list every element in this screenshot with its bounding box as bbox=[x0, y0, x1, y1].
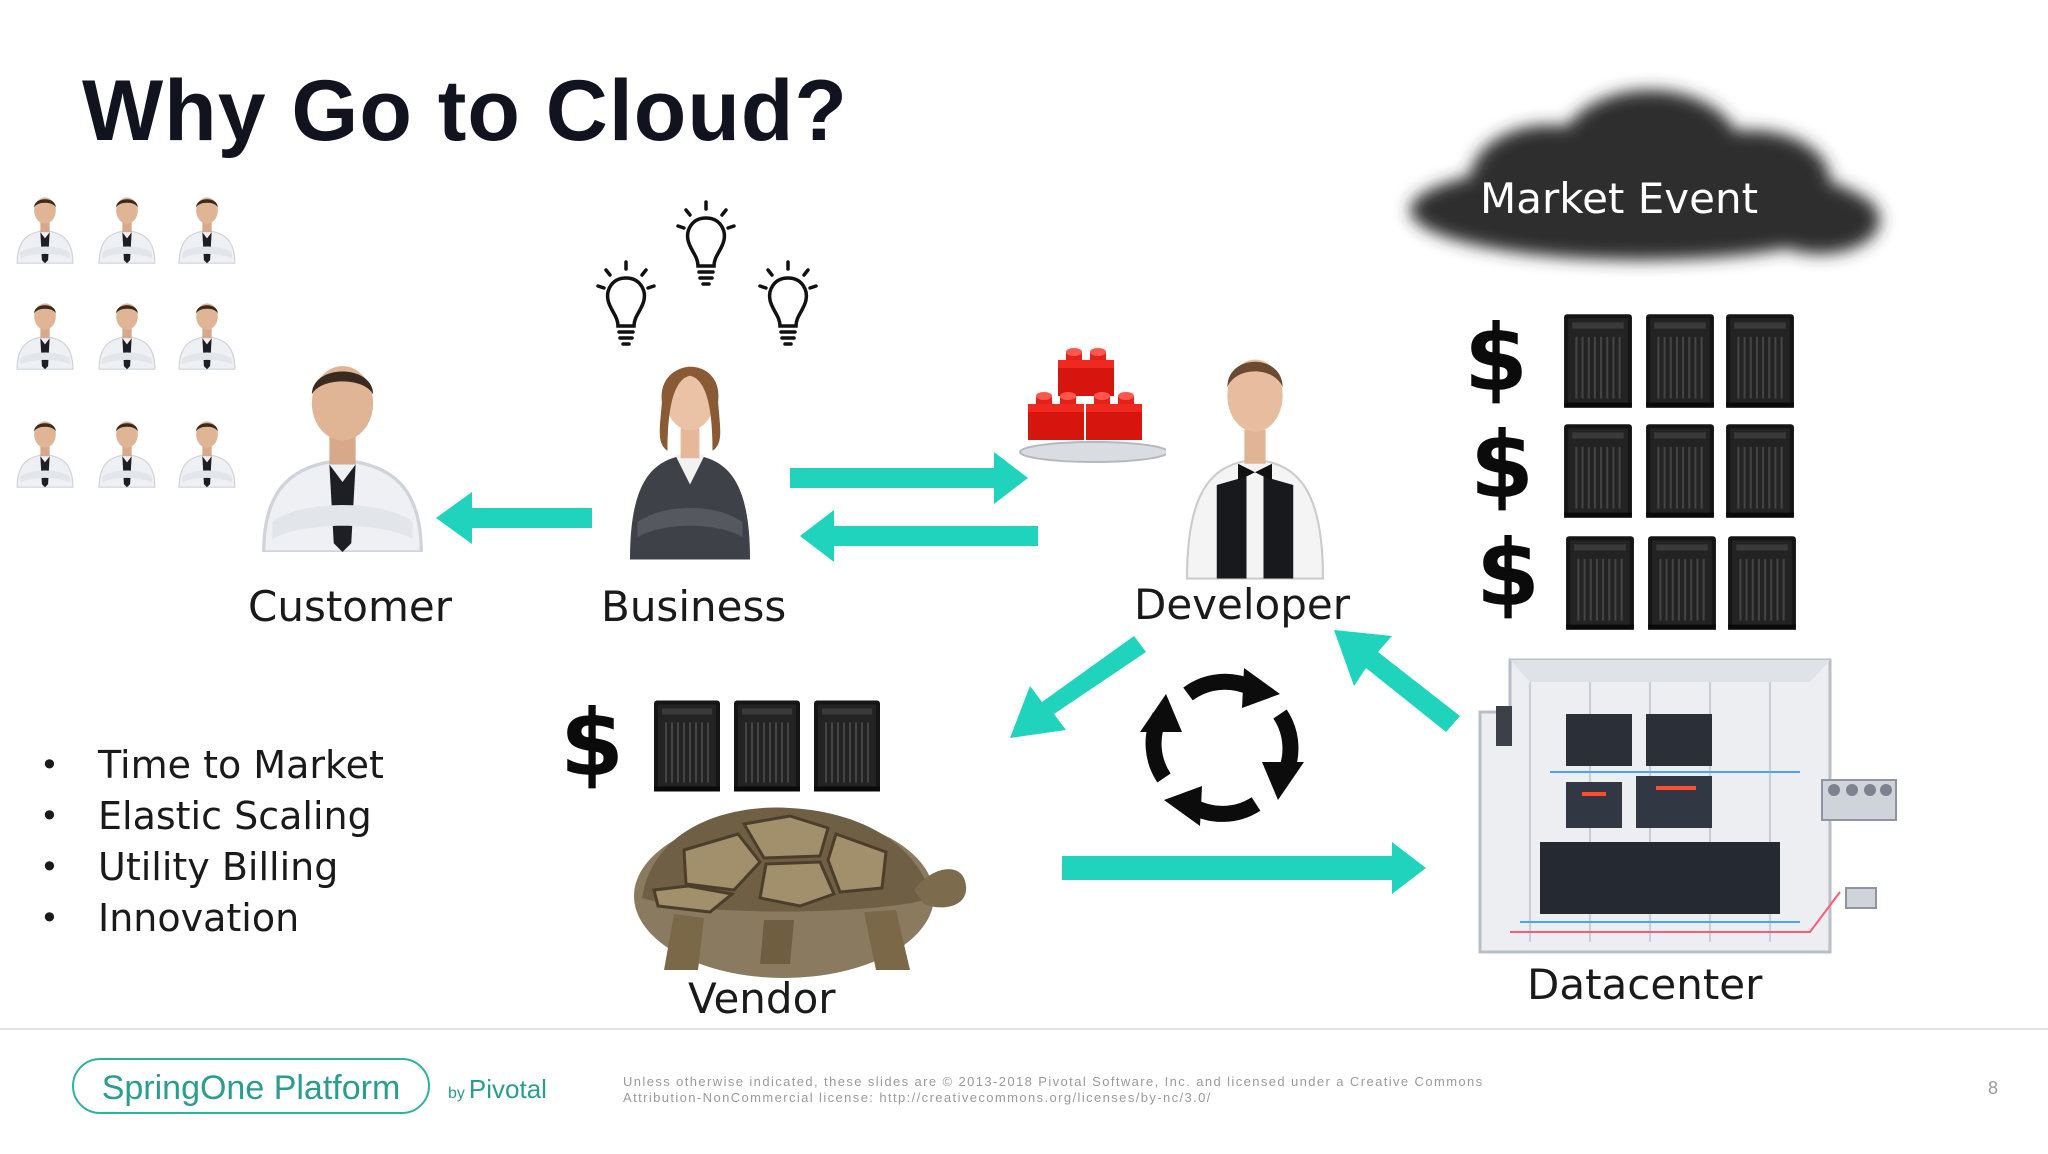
license-line-2: Attribution-NonCommercial license: http:… bbox=[623, 1090, 1212, 1105]
server-icon bbox=[652, 699, 722, 793]
slide-title: Why Go to Cloud? bbox=[82, 63, 848, 159]
server-icon bbox=[1725, 423, 1795, 519]
person-icon bbox=[178, 196, 236, 264]
developer-label: Developer bbox=[1134, 580, 1351, 629]
lightbulb-icon bbox=[676, 200, 736, 286]
arrow-business-to-customer bbox=[436, 492, 592, 544]
vendor-label: Vendor bbox=[688, 974, 836, 1023]
list-item: Time to Market bbox=[40, 740, 384, 791]
license-notice: Unless otherwise indicated, these slides… bbox=[623, 1074, 1503, 1106]
person-icon bbox=[98, 420, 156, 488]
person-icon bbox=[178, 302, 236, 370]
benefits-list: Time to Market Elastic Scaling Utility B… bbox=[40, 740, 384, 944]
arrow-business-to-developer bbox=[790, 452, 1028, 504]
server-icon bbox=[1645, 423, 1715, 519]
person-icon bbox=[16, 420, 74, 488]
pivotal-name: Pivotal bbox=[468, 1074, 547, 1104]
dollar-sign: $ bbox=[1476, 520, 1541, 627]
customer-person-icon bbox=[262, 364, 423, 552]
person-icon bbox=[98, 302, 156, 370]
person-icon bbox=[98, 196, 156, 264]
server-icon bbox=[1725, 313, 1795, 409]
server-icon bbox=[732, 699, 802, 793]
market-event-label: Market Event bbox=[1480, 174, 1759, 223]
server-icon bbox=[1727, 535, 1797, 631]
server-rack-group bbox=[1563, 313, 1797, 631]
license-line-1: Unless otherwise indicated, these slides… bbox=[623, 1074, 1484, 1089]
cloud-icon bbox=[1410, 90, 1880, 260]
person-icon bbox=[16, 196, 74, 264]
dollar-sign: $ bbox=[1464, 305, 1529, 412]
vendor-server-group bbox=[652, 699, 882, 793]
page-number: 8 bbox=[1988, 1078, 1999, 1098]
lego-bricks-icon bbox=[1019, 348, 1166, 463]
dollar-sign: $ bbox=[560, 690, 625, 797]
server-icon bbox=[1645, 313, 1715, 409]
person-icon bbox=[16, 302, 74, 370]
by-prefix: by bbox=[448, 1085, 465, 1102]
cycle-arrows-icon bbox=[1140, 668, 1304, 826]
tortoise-icon bbox=[634, 807, 967, 978]
business-person-icon bbox=[630, 366, 750, 560]
customer-label: Customer bbox=[248, 582, 453, 631]
dollar-sign: $ bbox=[1470, 412, 1535, 519]
arrow-developer-to-business bbox=[800, 510, 1038, 562]
datacenter-icon bbox=[1478, 658, 1897, 954]
arrow-datacenter-to-developer bbox=[1334, 630, 1460, 732]
server-icon bbox=[812, 699, 882, 793]
customer-crowd bbox=[16, 196, 236, 488]
server-icon bbox=[1563, 423, 1633, 519]
datacenter-label: Datacenter bbox=[1527, 960, 1763, 1009]
arrow-developer-to-vendor bbox=[1010, 636, 1146, 738]
springone-platform-logo: SpringOne Platform bbox=[72, 1058, 430, 1114]
developer-person-icon bbox=[1185, 359, 1325, 580]
list-item: Utility Billing bbox=[40, 842, 384, 893]
list-item: Innovation bbox=[40, 893, 384, 944]
server-icon bbox=[1563, 313, 1633, 409]
business-label: Business bbox=[601, 582, 787, 631]
server-icon bbox=[1647, 535, 1717, 631]
person-icon bbox=[178, 420, 236, 488]
server-icon bbox=[1565, 535, 1635, 631]
slide-footer bbox=[0, 1028, 2048, 1154]
list-item: Elastic Scaling bbox=[40, 791, 384, 842]
arrow-vendor-to-datacenter bbox=[1062, 842, 1426, 894]
